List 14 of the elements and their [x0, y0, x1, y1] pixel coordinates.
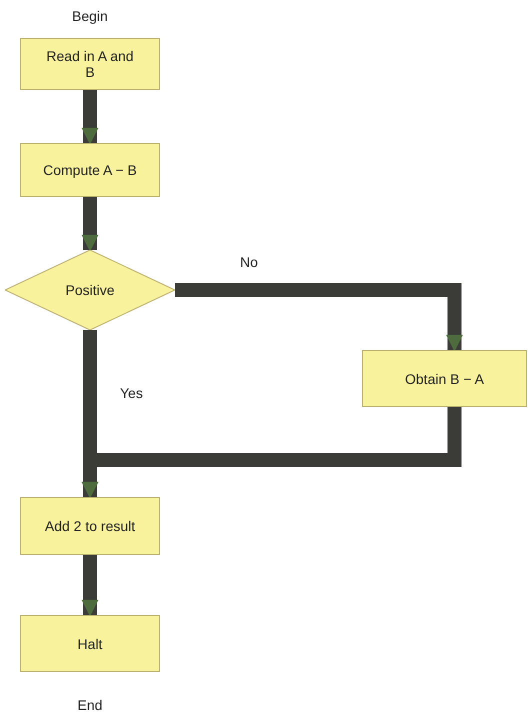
- decision-text: Positive: [65, 282, 115, 298]
- process-box: Obtain B − A: [362, 350, 527, 407]
- edge-label: No: [238, 254, 260, 270]
- arrow: [82, 90, 98, 145]
- process-box: Halt: [20, 615, 160, 672]
- process-box: Add 2 to result: [20, 497, 160, 555]
- terminal-label: End: [78, 697, 102, 713]
- process-box: Compute A − B: [20, 143, 160, 197]
- arrow: [82, 197, 98, 252]
- arrow: [82, 555, 98, 617]
- arrow: [175, 283, 463, 352]
- terminal-label: Begin: [72, 8, 108, 24]
- process-box: Read in A and B: [20, 38, 160, 90]
- edge-label: Yes: [118, 385, 145, 401]
